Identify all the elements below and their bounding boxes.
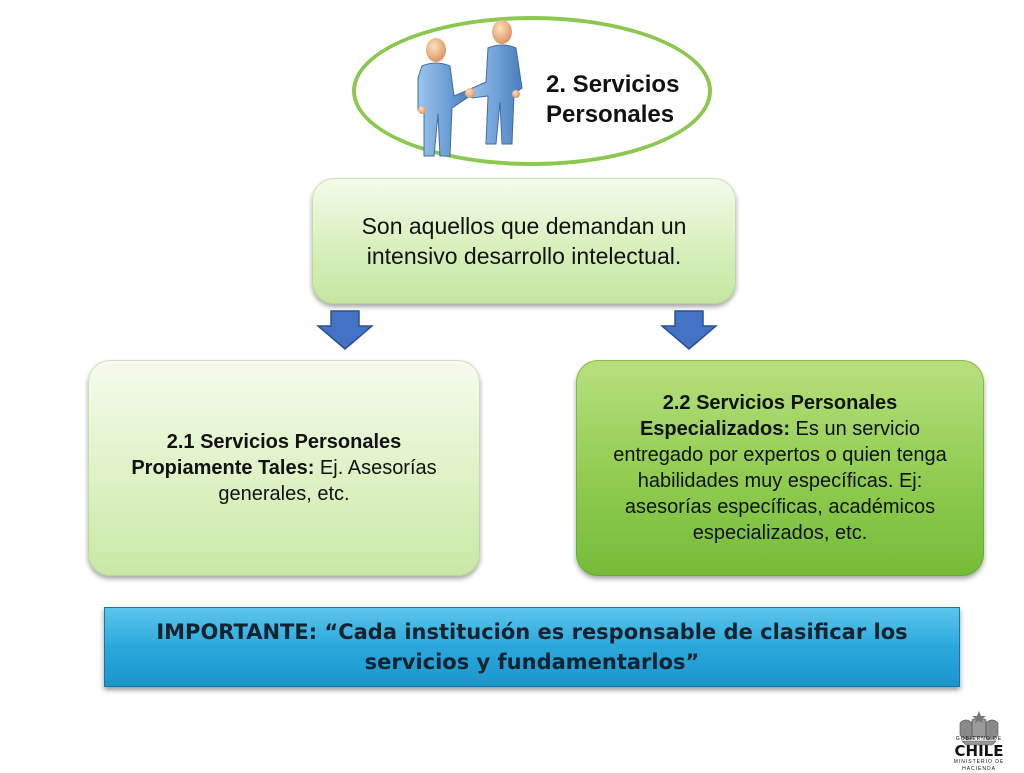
title-ellipse: [352, 16, 712, 166]
section-title: 2. Servicios Personales: [546, 70, 696, 130]
personal-services-proper-heading: 2.1 Servicios Personales Propiamente Tal…: [131, 431, 402, 479]
specialized-services-text: 2.2 Servicios Personales Especializados:…: [598, 390, 962, 546]
logo-line3: MINISTERIO DE HACIENDA: [953, 759, 1005, 772]
specialized-services-heading: 2.2 Servicios Personales Especializados:: [639, 392, 898, 440]
specialized-services-box: 2.2 Servicios Personales Especializados:…: [576, 360, 984, 576]
arrow-down-icon: [660, 310, 718, 350]
logo-line2: CHILE: [954, 742, 1004, 760]
definition-box: Son aquellos que demandan un intensivo d…: [312, 178, 736, 304]
definition-text: Son aquellos que demandan un intensivo d…: [361, 213, 687, 269]
section-title-line2: Personales: [546, 101, 675, 128]
logo-line1: GOBIERNO DE: [955, 736, 1003, 742]
government-logo-text: GOBIERNO DE CHILE MINISTERIO DE HACIENDA: [950, 736, 1008, 773]
chile-coat-of-arms-icon: [959, 711, 999, 746]
personal-services-proper-detail: Ej. Asesorías generales, etc.: [218, 457, 437, 505]
specialized-services-detail: Es un servicio entregado por expertos o …: [613, 418, 947, 544]
important-notice-text: IMPORTANTE: “Cada institución es respons…: [156, 620, 908, 674]
important-notice: IMPORTANTE: “Cada institución es respons…: [104, 607, 960, 687]
arrow-down-icon: [316, 310, 374, 350]
handshake-people-icon: [417, 20, 523, 157]
personal-services-proper-box: 2.1 Servicios Personales Propiamente Tal…: [88, 360, 480, 576]
personal-services-proper-text: 2.1 Servicios Personales Propiamente Tal…: [110, 429, 458, 507]
section-title-line1: 2. Servicios: [546, 71, 680, 98]
